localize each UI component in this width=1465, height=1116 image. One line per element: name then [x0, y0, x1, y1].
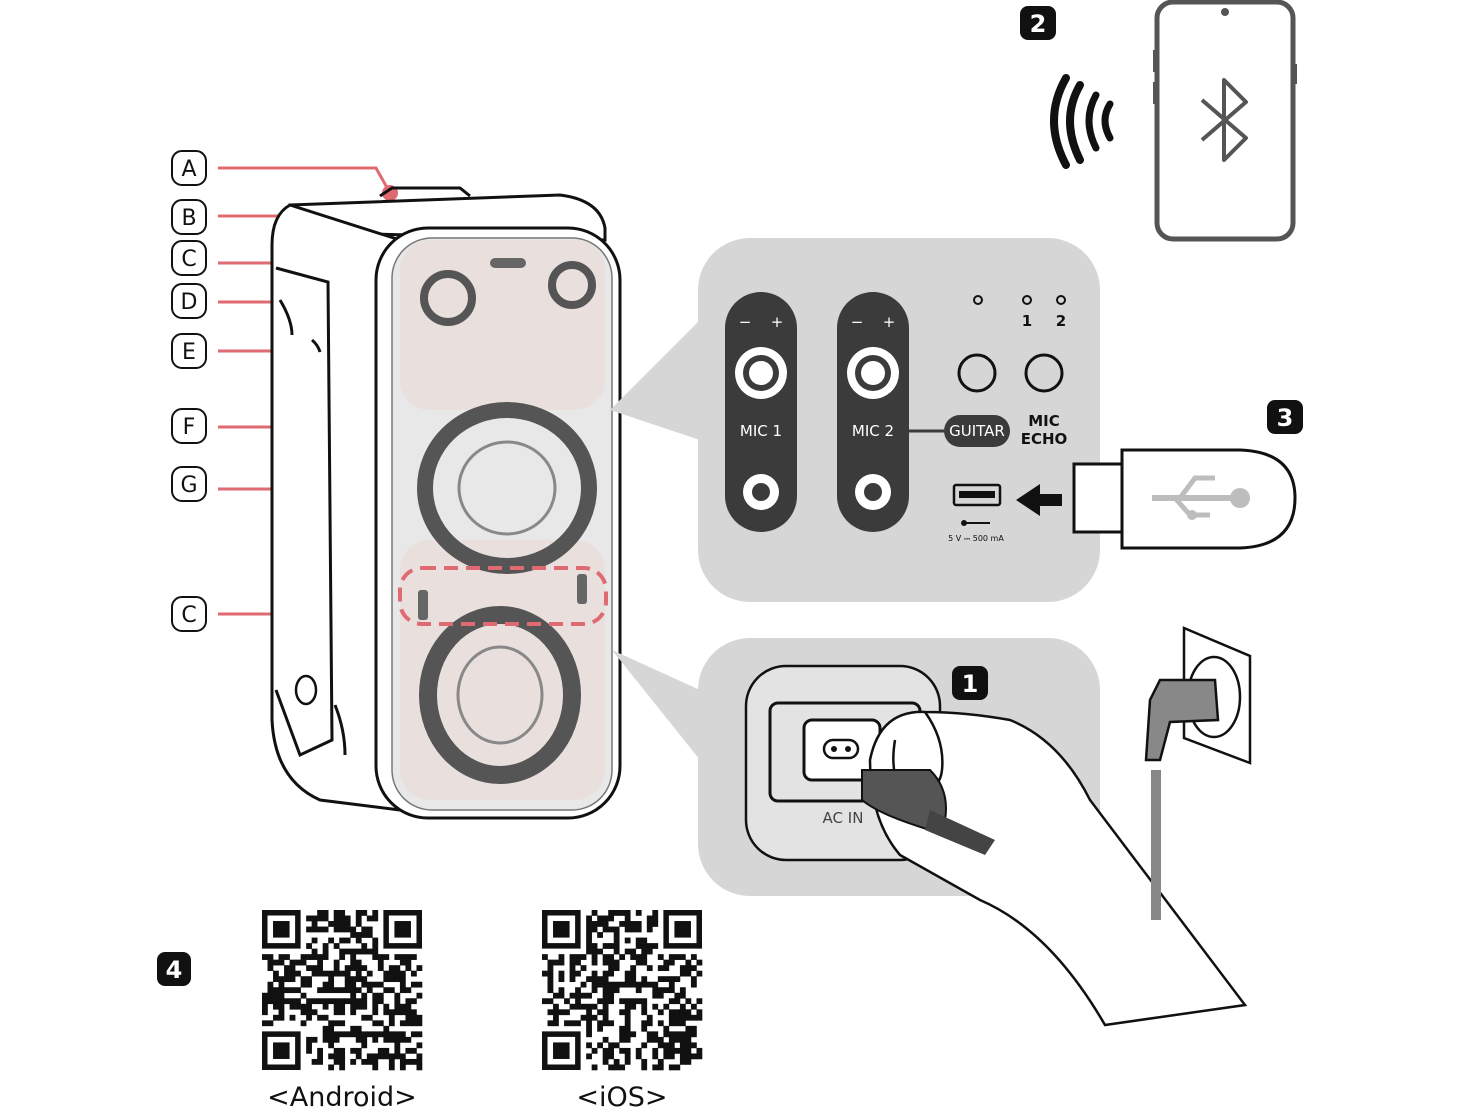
mic2-jack[interactable]	[855, 474, 891, 510]
control-panel: − + MIC 1 − + MIC 2 GUI	[698, 238, 1100, 602]
svg-text:C: C	[181, 247, 196, 272]
svg-text:ECHO: ECHO	[1021, 430, 1068, 448]
guitar-indicator: GUITAR	[944, 415, 1010, 447]
svg-text:−: −	[851, 313, 864, 331]
svg-text:D: D	[181, 290, 198, 315]
qr-code-ios[interactable]	[542, 910, 703, 1071]
qr-caption-android: <Android>	[267, 1082, 417, 1113]
svg-text:GUITAR: GUITAR	[949, 422, 1005, 440]
svg-text:2: 2	[1056, 312, 1066, 330]
step-badge-4: 4	[157, 952, 191, 986]
wireless-signal-icon	[1050, 74, 1114, 169]
step-badge-1: 1	[952, 666, 988, 700]
svg-text:+: +	[771, 313, 784, 331]
guitar-led	[973, 295, 983, 305]
insert-arrow-icon	[1016, 484, 1062, 516]
step-badge-3: 3	[1267, 400, 1303, 434]
svg-text:MIC 2: MIC 2	[852, 422, 894, 440]
svg-text:B: B	[181, 206, 196, 231]
mic1-jack[interactable]	[743, 474, 779, 510]
svg-text:5 V ⎓ 500 mA: 5 V ⎓ 500 mA	[948, 534, 1004, 543]
svg-text:3: 3	[1277, 404, 1294, 432]
mic1-volume-knob[interactable]	[735, 347, 787, 399]
mic2-volume-knob[interactable]	[847, 347, 899, 399]
svg-text:C: C	[181, 603, 196, 628]
usb-stick	[1072, 448, 1297, 550]
svg-text:−: −	[739, 313, 752, 331]
hand-with-plug	[861, 710, 1248, 1027]
step-badge-2: 2	[1020, 6, 1056, 40]
ac-inlet[interactable]	[822, 738, 860, 760]
svg-text:A: A	[181, 157, 196, 182]
usb-icon	[961, 520, 990, 526]
svg-text:F: F	[183, 415, 196, 440]
svg-text:G: G	[180, 473, 197, 498]
svg-text:4: 4	[166, 956, 183, 984]
echo-led-1	[1022, 295, 1032, 305]
guitar-button[interactable]	[957, 353, 997, 393]
panel-zoom-wedge	[610, 320, 700, 440]
svg-text:+: +	[883, 313, 896, 331]
svg-text:E: E	[182, 340, 196, 365]
svg-text:MIC 1: MIC 1	[740, 422, 782, 440]
qr-caption-ios: <iOS>	[576, 1082, 667, 1113]
svg-text:AC IN: AC IN	[823, 809, 864, 827]
usb-port[interactable]	[952, 483, 1002, 507]
qr-code-android[interactable]	[262, 910, 423, 1071]
mic-echo-button[interactable]	[1024, 353, 1064, 393]
wall-socket	[1144, 626, 1252, 920]
svg-text:1: 1	[962, 670, 979, 698]
power-zoom-wedge	[612, 650, 700, 760]
bluetooth-icon	[1200, 78, 1248, 162]
svg-text:MIC: MIC	[1028, 412, 1060, 430]
echo-led-2	[1056, 295, 1066, 305]
callout-A: A	[171, 150, 398, 201]
mic1-strip: − + MIC 1	[725, 292, 797, 532]
usb-symbol-icon	[1152, 475, 1250, 520]
svg-text:2: 2	[1030, 10, 1047, 38]
svg-text:1: 1	[1022, 312, 1032, 330]
mic2-strip: − + MIC 2	[837, 292, 909, 532]
speaker-illustration	[270, 186, 622, 820]
